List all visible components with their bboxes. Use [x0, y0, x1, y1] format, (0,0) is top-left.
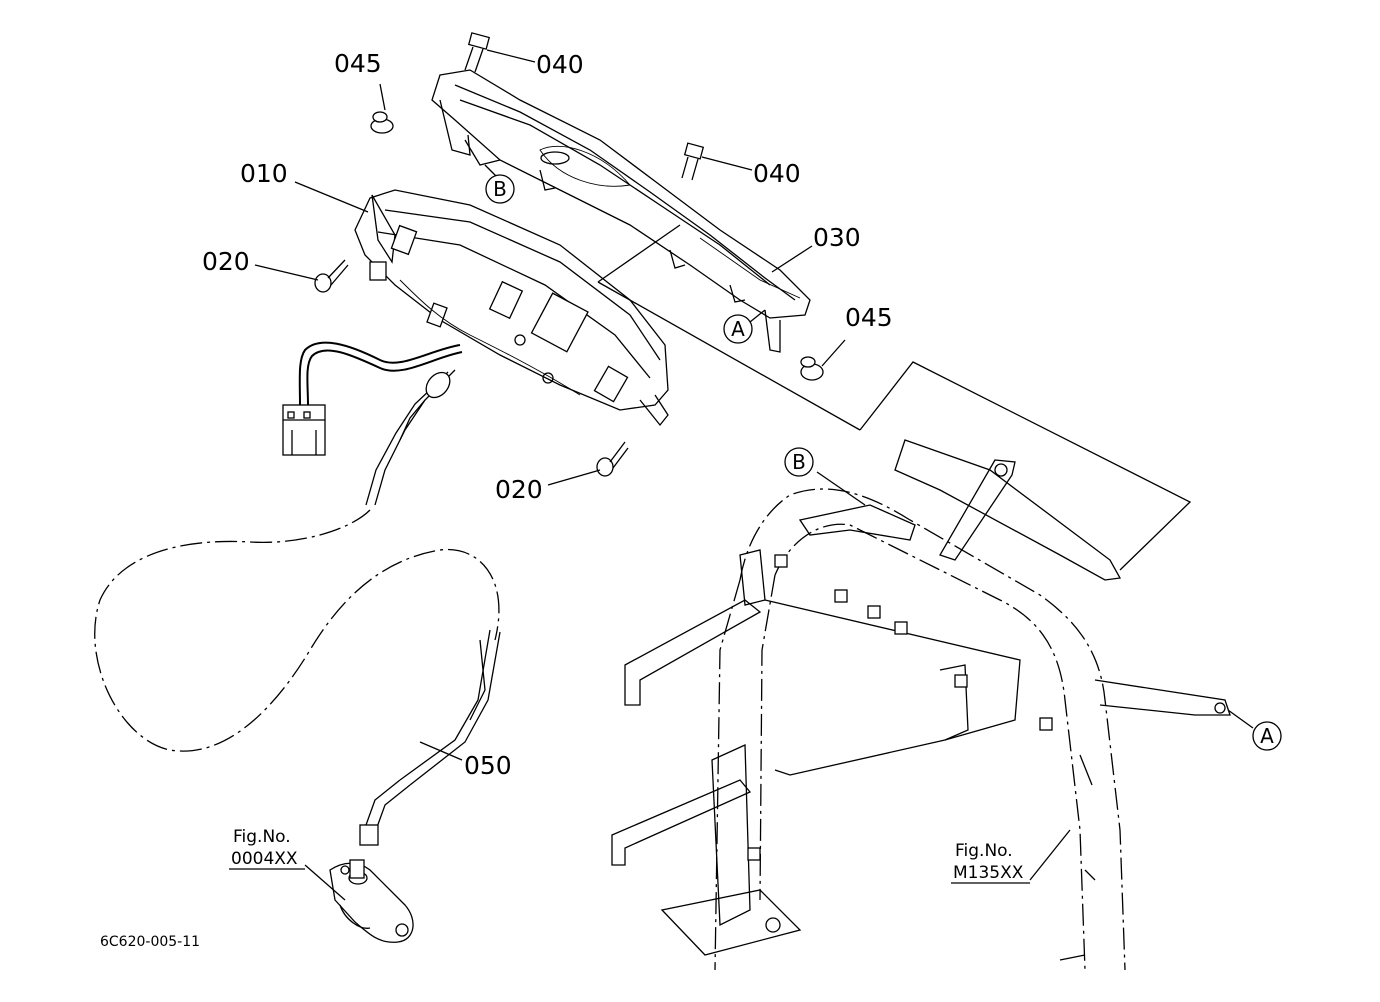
fig-ref-right-title: Fig.No. — [955, 841, 1013, 861]
callout-030: 030 — [813, 223, 861, 252]
speedometer-cable-050 — [94, 369, 501, 846]
diagram-code: 6C620-005-11 — [100, 934, 200, 950]
marker-a-mid: A — [723, 314, 753, 344]
bolt-040-mid — [681, 142, 705, 181]
svg-text:B: B — [493, 177, 507, 201]
drive-gear-housing — [329, 859, 414, 943]
nut-045-right — [800, 356, 824, 381]
leader-lines — [254, 49, 1254, 901]
marker-a-frame: A — [1252, 721, 1282, 751]
marker-b-frame: B — [784, 447, 814, 477]
fig-ref-left-number: 0004XX — [231, 849, 298, 869]
callout-050: 050 — [464, 751, 512, 780]
marker-b-top: B — [485, 174, 515, 204]
bolt-040-top — [464, 32, 491, 73]
callout-040-mid: 040 — [753, 159, 801, 188]
fig-ref-right: Fig.No. M135XX — [951, 841, 1030, 884]
wiring-harness — [282, 341, 463, 456]
fig-ref-left-title: Fig.No. — [233, 827, 291, 847]
svg-text:A: A — [731, 317, 745, 341]
nut-045-top — [370, 111, 394, 134]
callout-labels: 040 045 040 010 020 030 045 020 050 — [202, 49, 893, 780]
svg-text:A: A — [1260, 724, 1274, 748]
fig-ref-right-number: M135XX — [953, 863, 1024, 883]
reference-outline — [597, 224, 1192, 571]
callout-020-lower: 020 — [495, 475, 543, 504]
meter-panel-010 — [354, 189, 669, 427]
dash-bracket-030 — [431, 69, 811, 353]
screw-020-lower — [596, 441, 629, 477]
callout-020-left: 020 — [202, 247, 250, 276]
callout-010: 010 — [240, 159, 288, 188]
callout-045-top: 045 — [334, 49, 382, 78]
fig-ref-left: Fig.No. 0004XX — [229, 827, 305, 870]
callout-045-right: 045 — [845, 303, 893, 332]
frame-assembly — [611, 439, 1231, 971]
screw-020-left — [314, 259, 349, 293]
svg-text:B: B — [792, 450, 806, 474]
callout-040-top: 040 — [536, 50, 584, 79]
